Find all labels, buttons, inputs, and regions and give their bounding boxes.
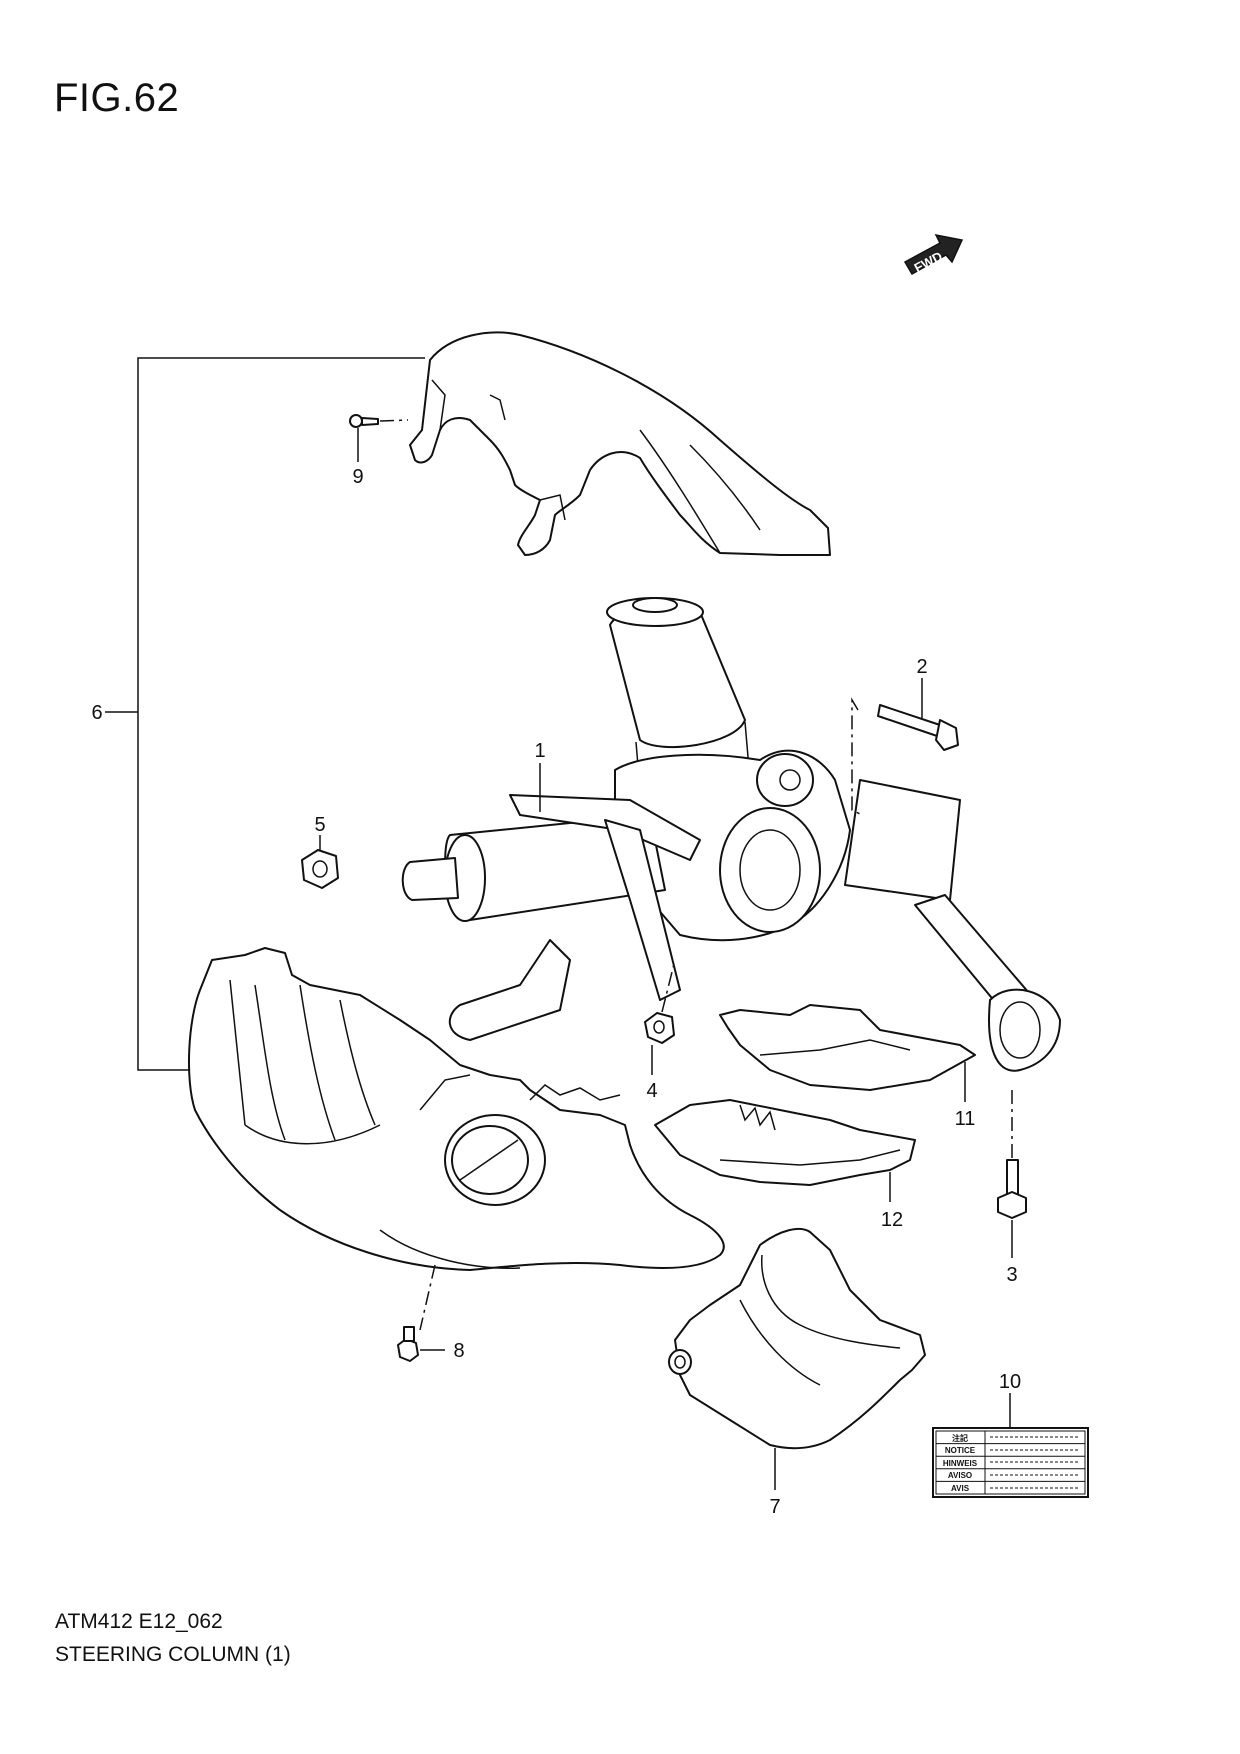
callout-12: 12 <box>881 1209 903 1231</box>
callout-4: 4 <box>646 1080 657 1102</box>
figure-title: FIG.62 <box>54 76 180 120</box>
label-row-5: AVIS <box>951 1484 970 1493</box>
figure-name: STEERING COLUMN (1) <box>55 1643 291 1666</box>
steering-column-assembly <box>401 597 1061 1072</box>
callout-2: 2 <box>916 656 927 678</box>
callout-8: 8 <box>453 1340 464 1362</box>
callout-3: 3 <box>1006 1264 1017 1286</box>
part-5-nut <box>301 835 339 889</box>
callout-6: 6 <box>91 702 102 724</box>
part-9-screw <box>349 414 409 462</box>
figure-code: ATM412 E12_062 <box>55 1610 223 1633</box>
part-3-bolt <box>997 1090 1027 1258</box>
callout-9: 9 <box>352 466 363 488</box>
fwd-arrow-label: FWD <box>912 248 945 275</box>
label-row-3: HINWEIS <box>943 1459 978 1468</box>
callout-10: 10 <box>999 1371 1021 1393</box>
upper-column-cover <box>409 331 831 556</box>
callout-1: 1 <box>534 740 545 762</box>
label-row-1: 注記 <box>952 1433 968 1443</box>
callout-11: 11 <box>955 1108 976 1130</box>
callout-5: 5 <box>314 814 325 836</box>
callout-7: 7 <box>769 1496 780 1518</box>
fwd-arrow-icon: FWD <box>903 233 964 276</box>
part-2-bolt <box>851 678 959 816</box>
part-12-bracket <box>654 1099 916 1202</box>
part-8-screw <box>397 1326 445 1362</box>
lower-column-cover <box>187 947 725 1331</box>
part-10-label-plate: 注記 NOTICE HINWEIS AVISO AVIS <box>932 1393 1089 1498</box>
part-7-cover <box>668 1227 926 1490</box>
part-4-nut <box>644 959 676 1075</box>
group-bracket-6 <box>105 357 425 1071</box>
label-row-4: AVISO <box>948 1471 972 1480</box>
part-11-cover-plate <box>719 1004 976 1102</box>
label-row-2: NOTICE <box>945 1446 976 1455</box>
